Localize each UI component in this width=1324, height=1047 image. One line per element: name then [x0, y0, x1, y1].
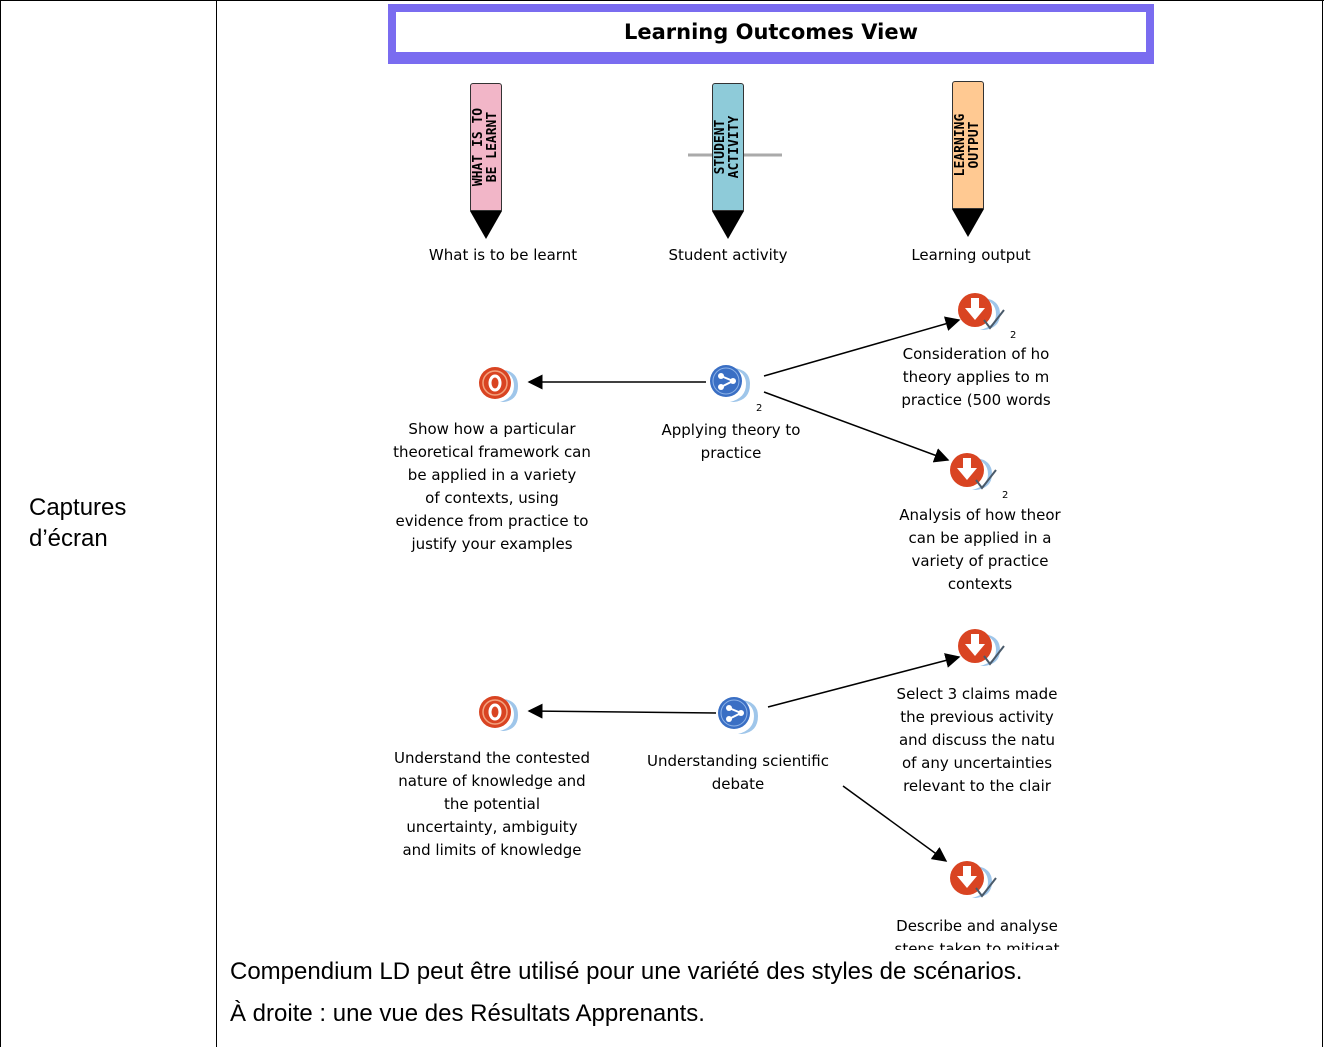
outcome-node-1-label: Show how a particular theoretical framew…: [393, 420, 591, 553]
activity-icon: [710, 365, 750, 402]
output-node-1-label: Consideration of ho theory applies to m …: [901, 345, 1051, 409]
output-node-3-label: Select 3 claims made the previous activi…: [896, 685, 1058, 795]
view-title-bar: Learning Outcomes View: [388, 4, 1154, 64]
arrow-activity2-output3: [767, 653, 961, 708]
column-label-what-is-to-be-learnt: What is to be learnt: [428, 246, 578, 264]
arrow-activity2-output4: [842, 785, 948, 862]
arrow-activity1-output2: [763, 391, 950, 463]
table-column-divider: [216, 0, 217, 1047]
output-node-4[interactable]: [948, 858, 1000, 906]
output-icon: [950, 453, 997, 490]
pencil-tip-icon: [952, 209, 984, 237]
caption-line-1: Compendium LD peut être utilisé pour une…: [230, 958, 1023, 985]
arrow-activity2-outcome2: [527, 703, 717, 719]
pencil-text: WHAT IS TO BE LEARNT: [471, 107, 500, 187]
pencil-tip-icon: [470, 211, 502, 239]
activity-node-1-label: Applying theory to practice: [661, 421, 801, 462]
table-right-border: [1322, 0, 1323, 1047]
output-node-1-count: 2: [1010, 330, 1017, 341]
output-node-1[interactable]: [956, 290, 1008, 338]
pencil-body: LEARNING OUTPUT: [952, 81, 984, 209]
output-icon: [958, 629, 1005, 666]
table-left-border: [0, 0, 1, 1047]
pencil-text: STUDENT ACTIVITY: [713, 115, 742, 179]
activity-node-1[interactable]: [708, 362, 752, 408]
output-node-3[interactable]: [956, 626, 1008, 674]
outcome-node-1[interactable]: [478, 364, 522, 408]
caption-line-2: À droite : une vue des Résultats Apprena…: [230, 1000, 705, 1027]
output-node-2-label: Analysis of how theor can be applied in …: [899, 506, 1061, 593]
learning-outcomes-diagram: WHAT IS TO BE LEARNT STUDENT ACTIVITY LE…: [388, 70, 1154, 950]
column-label-learning-output: Learning output: [911, 246, 1031, 264]
column-label-student-activity: Student activity: [668, 246, 788, 264]
table-top-border: [0, 0, 1324, 1]
outcome-icon: [479, 367, 518, 402]
column-pencil-what-is-to-be-learnt: WHAT IS TO BE LEARNT: [470, 83, 502, 239]
output-icon: [950, 861, 997, 898]
activity-node-2-label: Understanding scientific debate: [647, 752, 829, 793]
outcome-node-2[interactable]: [478, 693, 522, 737]
pencil-tip-icon: [712, 211, 744, 239]
diagram-connectors: [527, 153, 961, 862]
column-pencil-student-activity: STUDENT ACTIVITY: [712, 83, 744, 239]
pencil-body: STUDENT ACTIVITY: [712, 83, 744, 211]
row-label-text: Captures d’écran: [29, 494, 127, 552]
column-pencil-learning-output: LEARNING OUTPUT: [952, 81, 984, 237]
pencil-text: LEARNING OUTPUT: [953, 113, 982, 177]
row-label: Captures d’écran: [29, 492, 126, 554]
output-icon: [958, 293, 1005, 330]
outcome-node-2-label: Understand the contested nature of knowl…: [394, 749, 590, 859]
output-node-2-count: 2: [1002, 490, 1009, 501]
outcome-icon: [479, 696, 518, 731]
pencil-body: WHAT IS TO BE LEARNT: [470, 83, 502, 211]
output-node-2[interactable]: [948, 450, 1000, 498]
output-node-4-label: Describe and analyse stens taken to miti…: [894, 917, 1060, 950]
arrow-activity1-output1: [763, 316, 961, 377]
activity-icon: [718, 697, 758, 734]
view-title: Learning Outcomes View: [396, 12, 1146, 52]
activity-node-2[interactable]: [716, 694, 760, 740]
activity-node-1-count: 2: [756, 403, 763, 414]
